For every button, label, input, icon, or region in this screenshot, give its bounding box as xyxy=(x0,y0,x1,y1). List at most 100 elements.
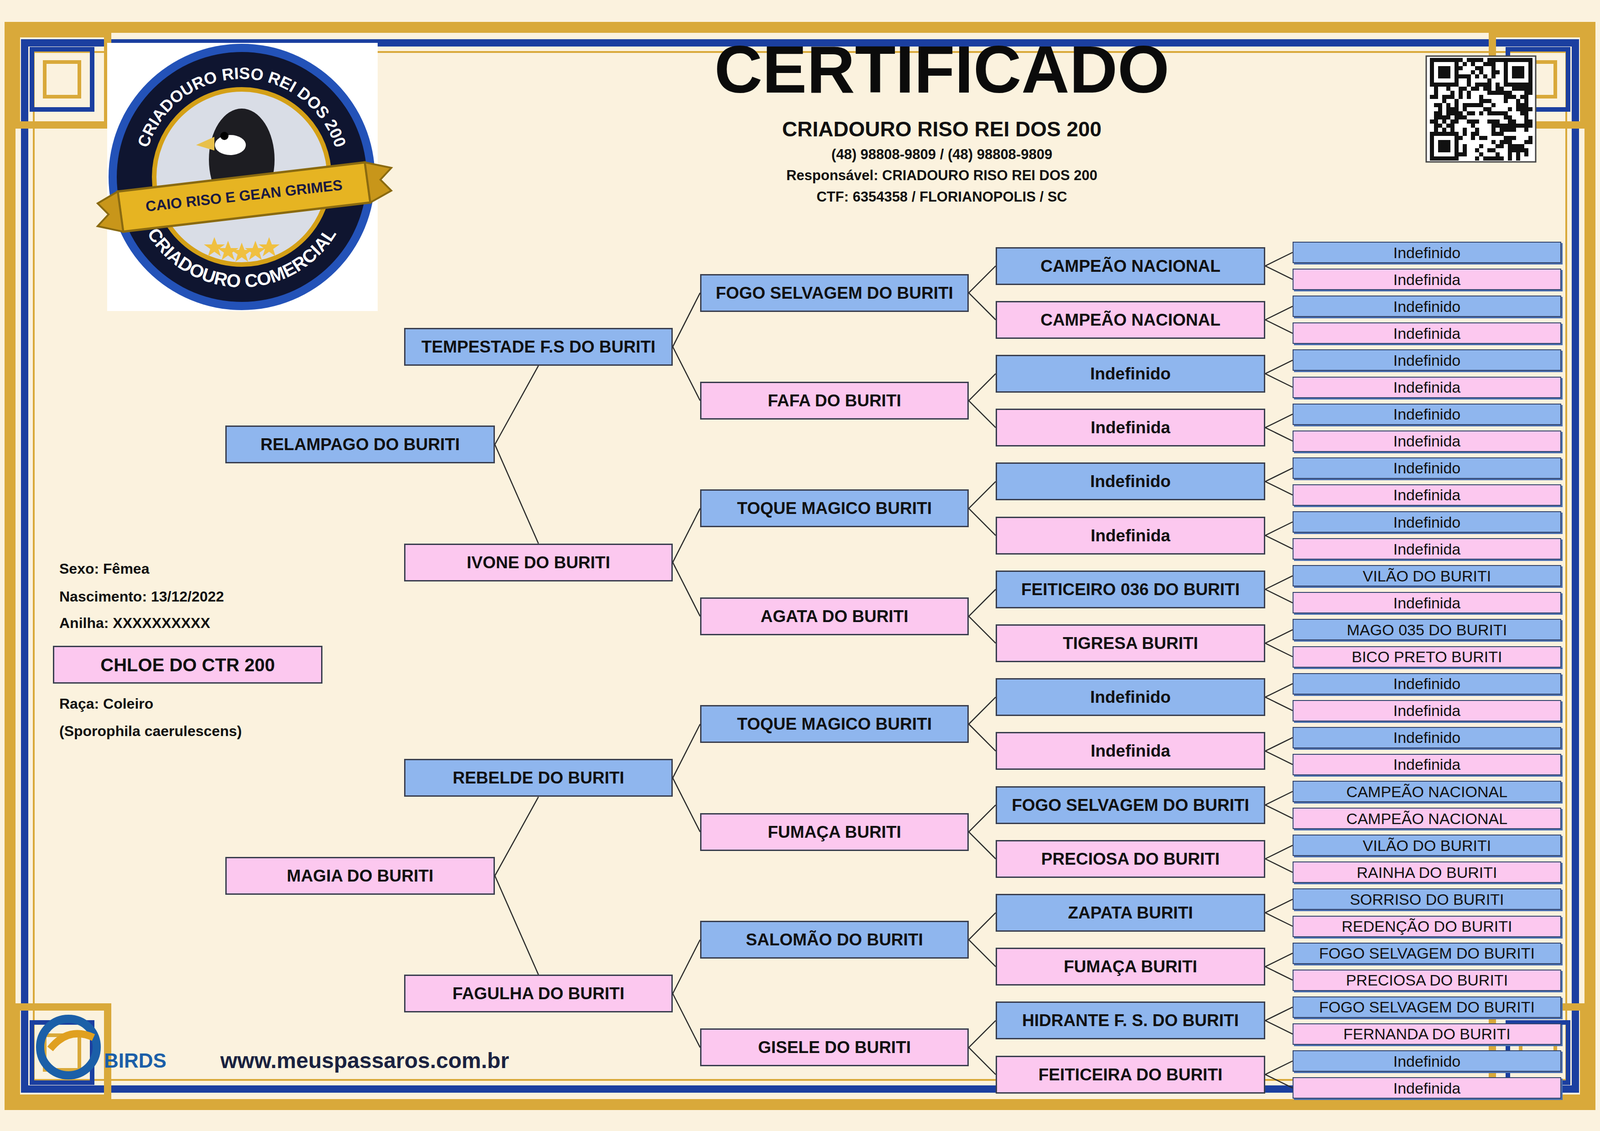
pedigree-connector xyxy=(1265,522,1293,536)
qr-module xyxy=(1429,152,1434,157)
qr-module xyxy=(1450,127,1455,132)
qr-module xyxy=(1450,107,1455,112)
pedigree-box: VILÃO DO BURITI xyxy=(1292,834,1562,857)
qr-module xyxy=(1450,111,1455,116)
qr-module xyxy=(1458,66,1463,71)
qr-module xyxy=(1446,123,1451,128)
qr-module xyxy=(1524,148,1529,153)
qr-module xyxy=(1495,111,1500,116)
qr-module xyxy=(1524,90,1529,95)
qr-module xyxy=(1511,119,1517,124)
qr-module xyxy=(1487,111,1492,116)
qr-module xyxy=(1462,127,1467,132)
logo-arc-text: CRIADOURO COMERCIAL xyxy=(143,224,340,292)
qr-module xyxy=(1446,156,1451,161)
qr-module xyxy=(1446,82,1451,87)
qr-module xyxy=(1454,135,1459,141)
pedigree-connector xyxy=(1265,252,1293,267)
qr-module xyxy=(1442,119,1447,124)
pedigree-connector xyxy=(1265,589,1293,603)
qr-module xyxy=(1524,123,1529,128)
pedigree-connector xyxy=(968,1020,996,1048)
qr-module xyxy=(1507,57,1512,63)
qr-module xyxy=(1516,57,1521,63)
qr-module xyxy=(1458,135,1463,141)
qr-module xyxy=(1524,57,1529,63)
qr-module xyxy=(1433,103,1439,108)
pedigree-box: FOGO SELVAGEM DO BURITI xyxy=(1292,942,1562,965)
qr-module xyxy=(1462,152,1467,157)
qr-module xyxy=(1483,98,1488,104)
animal-name: MAGIA DO BURITI xyxy=(286,867,434,885)
qr-module xyxy=(1507,140,1512,145)
pedigree-box: VILÃO DO BURITI xyxy=(1292,565,1562,587)
animal-name: Indefinida xyxy=(1393,756,1461,773)
qr-module xyxy=(1475,156,1480,161)
qr-module xyxy=(1429,57,1434,63)
pedigree-connector xyxy=(968,616,996,644)
qr-module xyxy=(1520,86,1525,91)
qr-module xyxy=(1487,62,1492,67)
pedigree-box: Indefinido xyxy=(1292,1050,1562,1072)
qr-module xyxy=(1479,70,1484,75)
pedigree-box: Indefinida xyxy=(1292,268,1562,291)
qr-module xyxy=(1520,111,1525,116)
pedigree-box: Indefinida xyxy=(1292,430,1562,452)
animal-name: Indefinido xyxy=(1393,675,1461,692)
qr-module xyxy=(1495,156,1500,161)
qr-module xyxy=(1433,57,1439,63)
qr-module xyxy=(1458,57,1463,63)
qr-module xyxy=(1454,144,1459,149)
pedigree-connector xyxy=(968,373,996,401)
pedigree-box: GISELE DO BURITI xyxy=(700,1028,969,1067)
animal-name: TOQUE MAGICO BURITI xyxy=(737,499,932,517)
qr-module xyxy=(1483,62,1488,67)
qr-module xyxy=(1511,82,1517,87)
animal-name: FEITICEIRO 036 DO BURITI xyxy=(1021,581,1240,598)
qr-module xyxy=(1487,86,1492,91)
qr-module xyxy=(1429,119,1434,124)
breeder-responsible: Responsável: CRIADOURO RISO REI DOS 200 xyxy=(622,167,1262,184)
qr-module xyxy=(1446,70,1451,75)
qr-module xyxy=(1507,90,1512,95)
qr-module xyxy=(1503,66,1508,71)
qr-module xyxy=(1483,156,1488,161)
qr-module xyxy=(1507,144,1512,149)
qr-module xyxy=(1507,94,1512,99)
qr-module xyxy=(1503,111,1508,116)
qr-module xyxy=(1438,148,1443,153)
qr-module xyxy=(1499,86,1504,91)
qr-module xyxy=(1433,111,1439,116)
qr-module xyxy=(1442,74,1447,79)
qr-module xyxy=(1507,123,1512,128)
qr-module xyxy=(1446,131,1451,136)
qr-module xyxy=(1466,57,1471,63)
qr-module xyxy=(1429,82,1434,87)
qr-module xyxy=(1458,74,1463,79)
animal-name: REBELDE DO BURITI xyxy=(452,769,624,787)
animal-name: Indefinido xyxy=(1393,460,1461,476)
pedigree-box: CAMPEÃO NACIONAL xyxy=(1292,807,1562,830)
qr-module xyxy=(1499,57,1504,63)
animal-name: MAGO 035 DO BURITI xyxy=(1346,622,1507,638)
animal-name: VILÃO DO BURITI xyxy=(1362,837,1492,854)
animal-name: Indefinido xyxy=(1090,365,1171,383)
qr-module xyxy=(1487,107,1492,112)
animal-name: CAMPEÃO NACIONAL xyxy=(1040,311,1221,329)
qr-module xyxy=(1470,70,1476,75)
qr-module xyxy=(1528,57,1533,63)
pedigree-connector xyxy=(1265,697,1293,712)
pedigree-connector xyxy=(1265,791,1293,806)
pedigree-connector xyxy=(968,805,996,832)
qr-module xyxy=(1511,148,1517,153)
qr-module xyxy=(1528,66,1533,71)
qr-module xyxy=(1503,98,1508,104)
animal-name: Indefinido xyxy=(1393,514,1461,530)
animal-name: Indefinida xyxy=(1393,433,1461,449)
animal-name: RAINHA DO BURITI xyxy=(1356,864,1498,881)
pedigree-connector xyxy=(1265,535,1293,550)
qr-module xyxy=(1516,152,1521,157)
qr-module xyxy=(1503,123,1508,128)
animal-name: Indefinido xyxy=(1393,406,1461,422)
qr-module xyxy=(1454,57,1459,63)
